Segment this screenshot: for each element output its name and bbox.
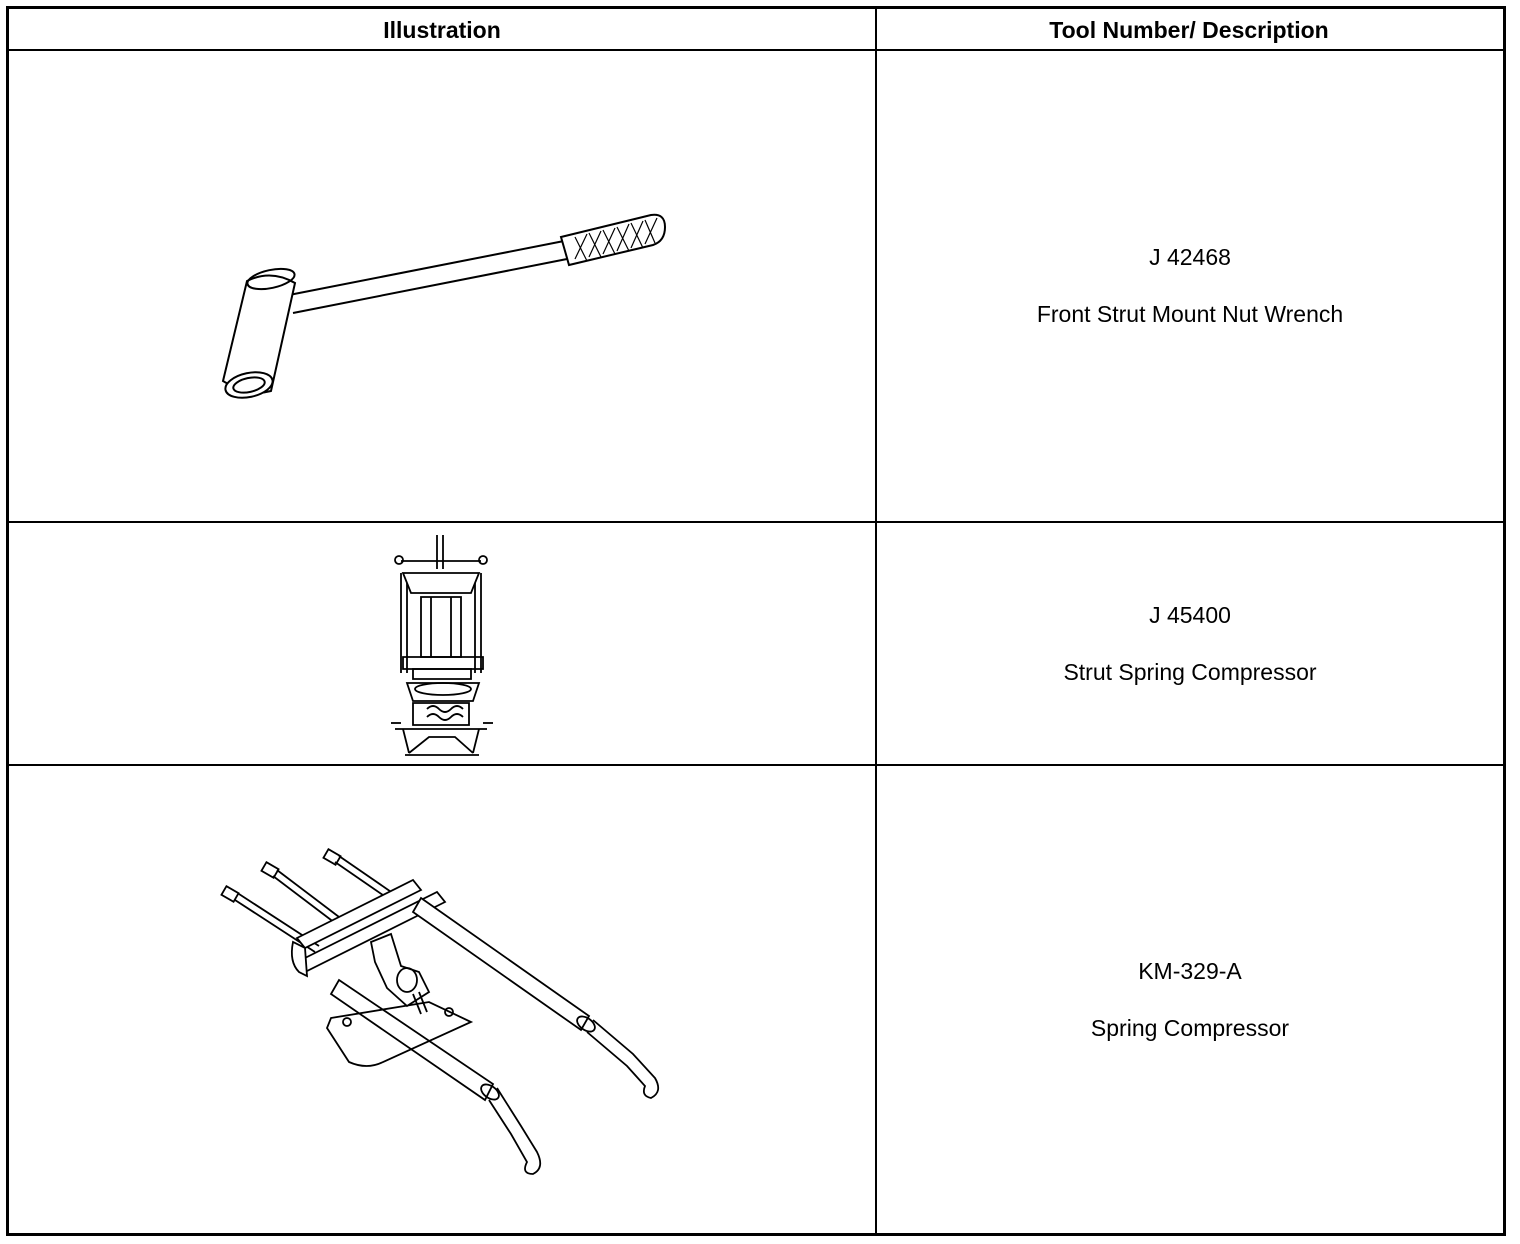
header-illustration: Illustration [383, 17, 501, 43]
tool-number: J 42468 [1149, 244, 1231, 270]
tool-number: J 45400 [1149, 601, 1231, 628]
illustration-cell [9, 523, 875, 764]
description-cell: J 42468 Front Strut Mount Nut Wrench [877, 51, 1503, 521]
tool-description: Strut Spring Compressor [1063, 658, 1317, 685]
description-cell: KM-329-A Spring Compressor [877, 766, 1503, 1233]
column-divider [875, 9, 877, 1233]
tool-number: KM-329-A [1138, 957, 1242, 984]
illustration-cell [9, 51, 875, 521]
description-cell: J 45400 Strut Spring Compressor [877, 523, 1503, 764]
spring-compressor-icon [9, 766, 875, 1233]
tool-description: Front Strut Mount Nut Wrench [1036, 301, 1344, 327]
tool-table: Illustration Tool Number/ Description [6, 6, 1506, 1236]
tool-description: Spring Compressor [1090, 1014, 1290, 1041]
table-row: KM-329-A Spring Compressor [9, 766, 1503, 1233]
table-header: Illustration Tool Number/ Description [9, 9, 1503, 51]
strut-mount-nut-wrench-icon [9, 51, 875, 521]
strut-spring-compressor-icon [9, 523, 875, 764]
header-tool-number-description: Tool Number/ Description [1049, 17, 1329, 43]
table-row: J 42468 Front Strut Mount Nut Wrench [9, 51, 1503, 523]
illustration-cell [9, 766, 875, 1233]
table-row: J 45400 Strut Spring Compressor [9, 523, 1503, 766]
